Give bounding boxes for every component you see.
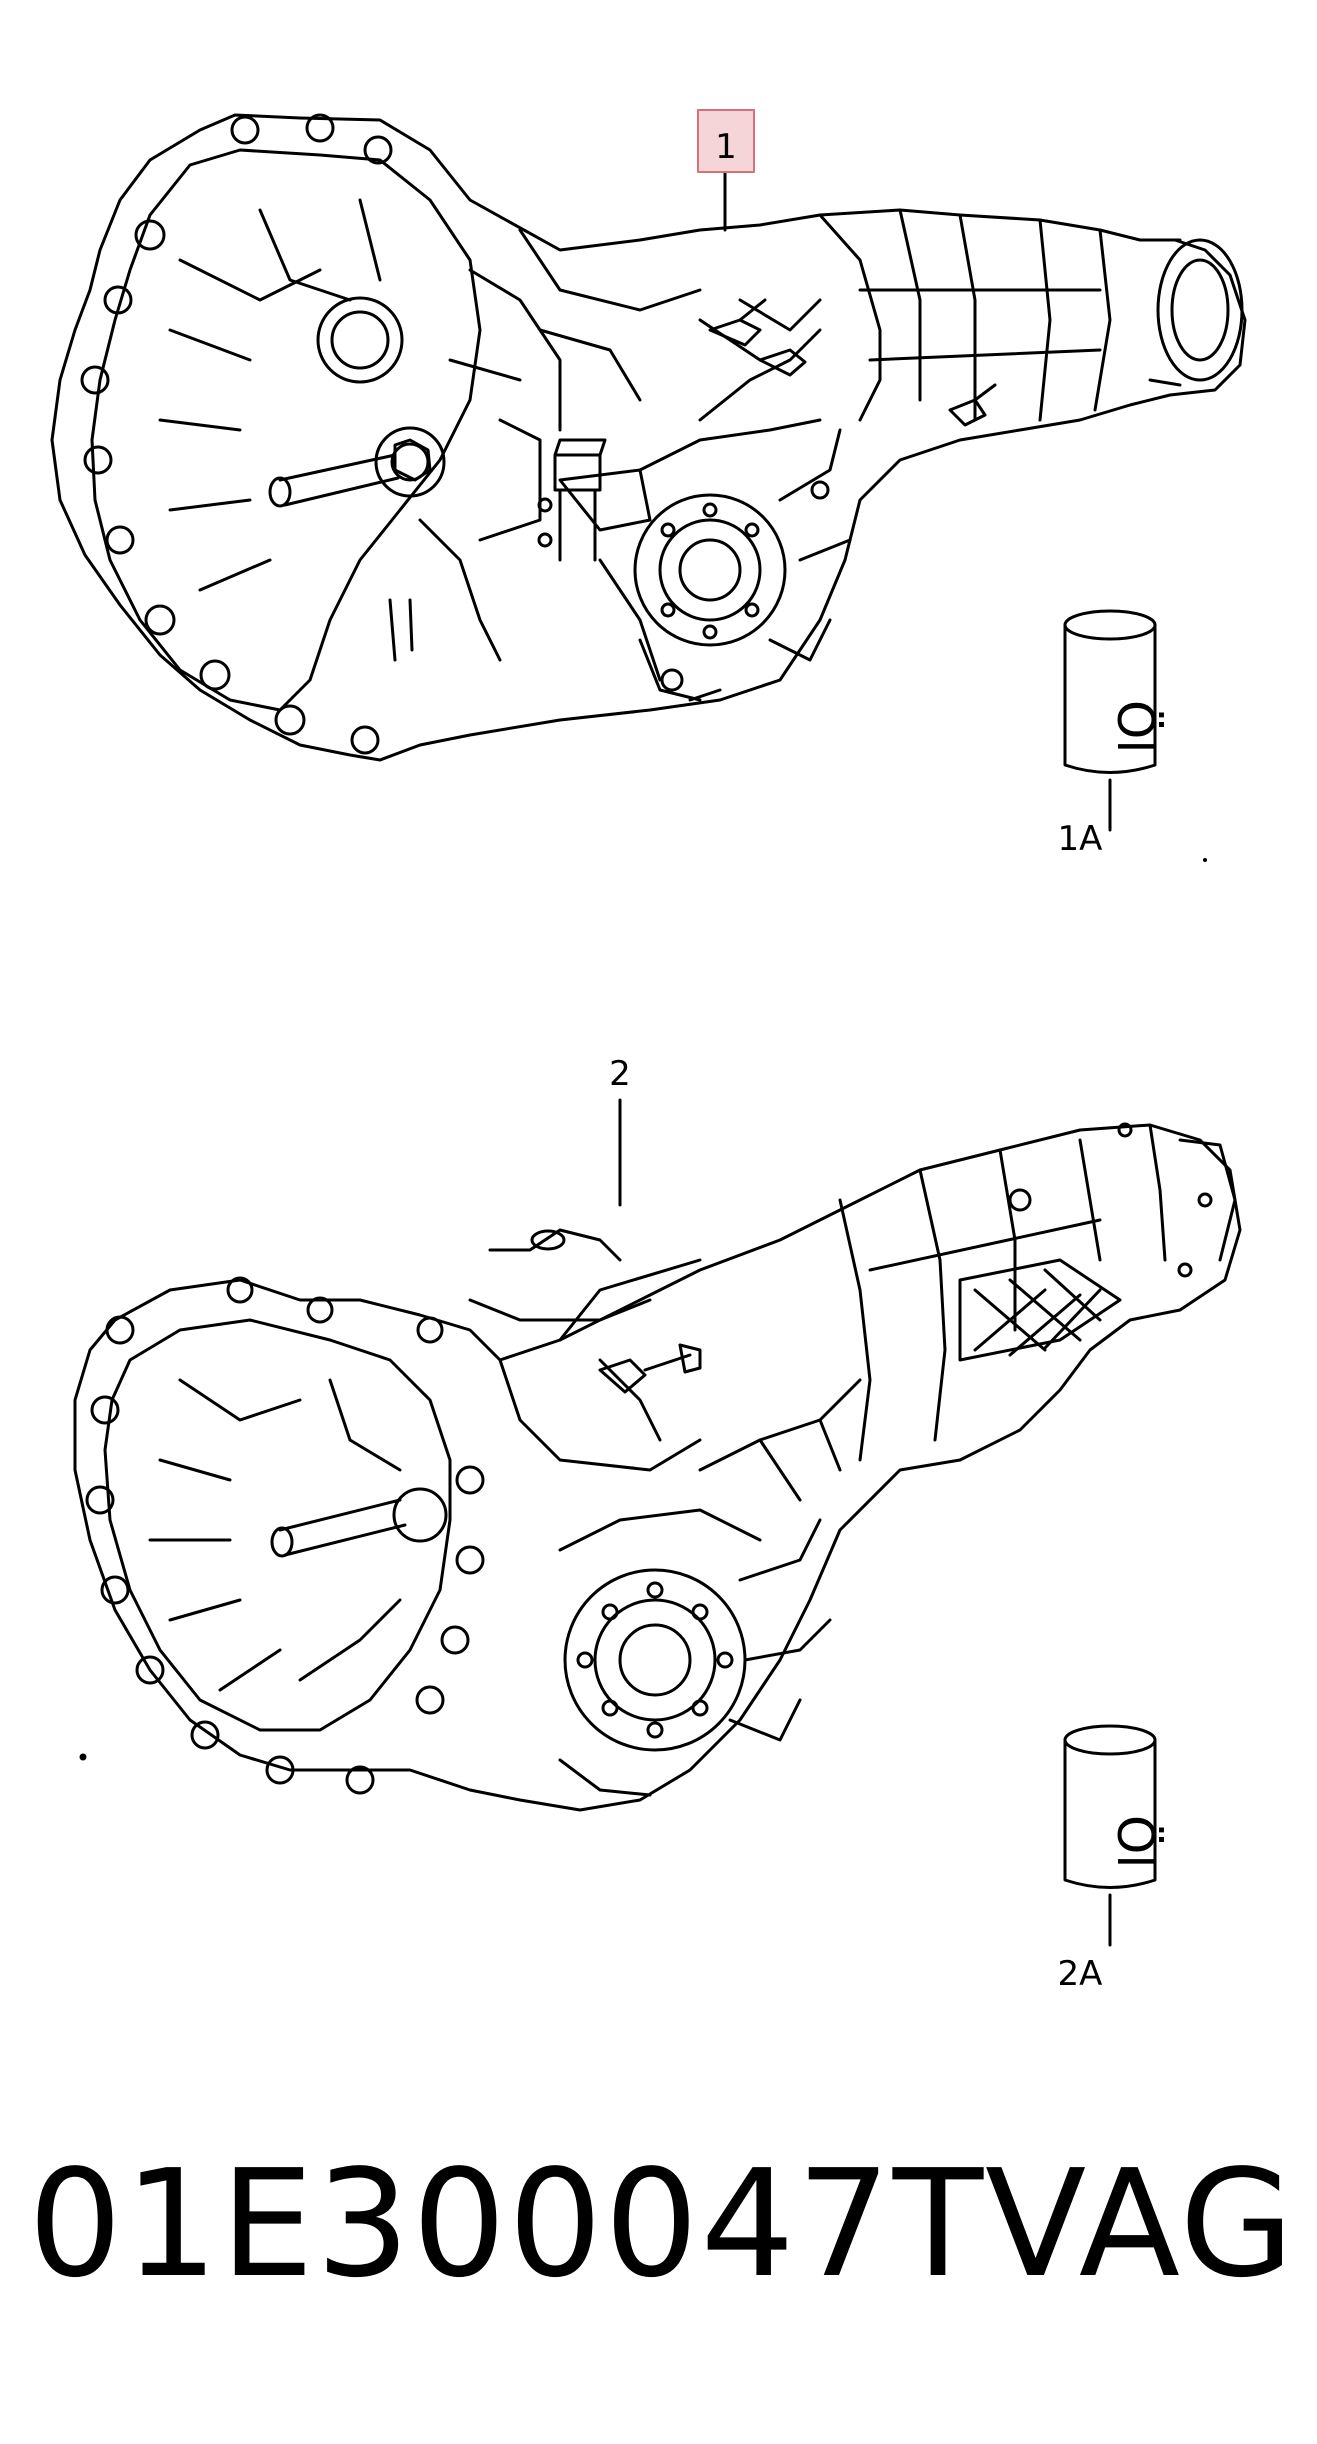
svg-text:Öl: Öl bbox=[1106, 1815, 1164, 1868]
oil-can-1a-icon: Öl bbox=[1063, 609, 1164, 832]
callout-1-highlight bbox=[697, 109, 755, 173]
oil-can-2a-icon: Öl bbox=[1063, 1724, 1164, 1947]
part-number-label: 01E300047T bbox=[28, 2138, 986, 2310]
callout-2a-label: 2A bbox=[1058, 1954, 1103, 1994]
brand-label: VAG bbox=[985, 2138, 1297, 2310]
svg-text:Öl: Öl bbox=[1106, 700, 1164, 753]
callout-1a-label: 1A bbox=[1058, 819, 1103, 859]
callout-1-label: 1 bbox=[715, 127, 737, 167]
transmission-1-drawing bbox=[50, 113, 1247, 762]
transmission-2-drawing bbox=[73, 1098, 1242, 1812]
callout-2-label: 2 bbox=[609, 1054, 631, 1094]
